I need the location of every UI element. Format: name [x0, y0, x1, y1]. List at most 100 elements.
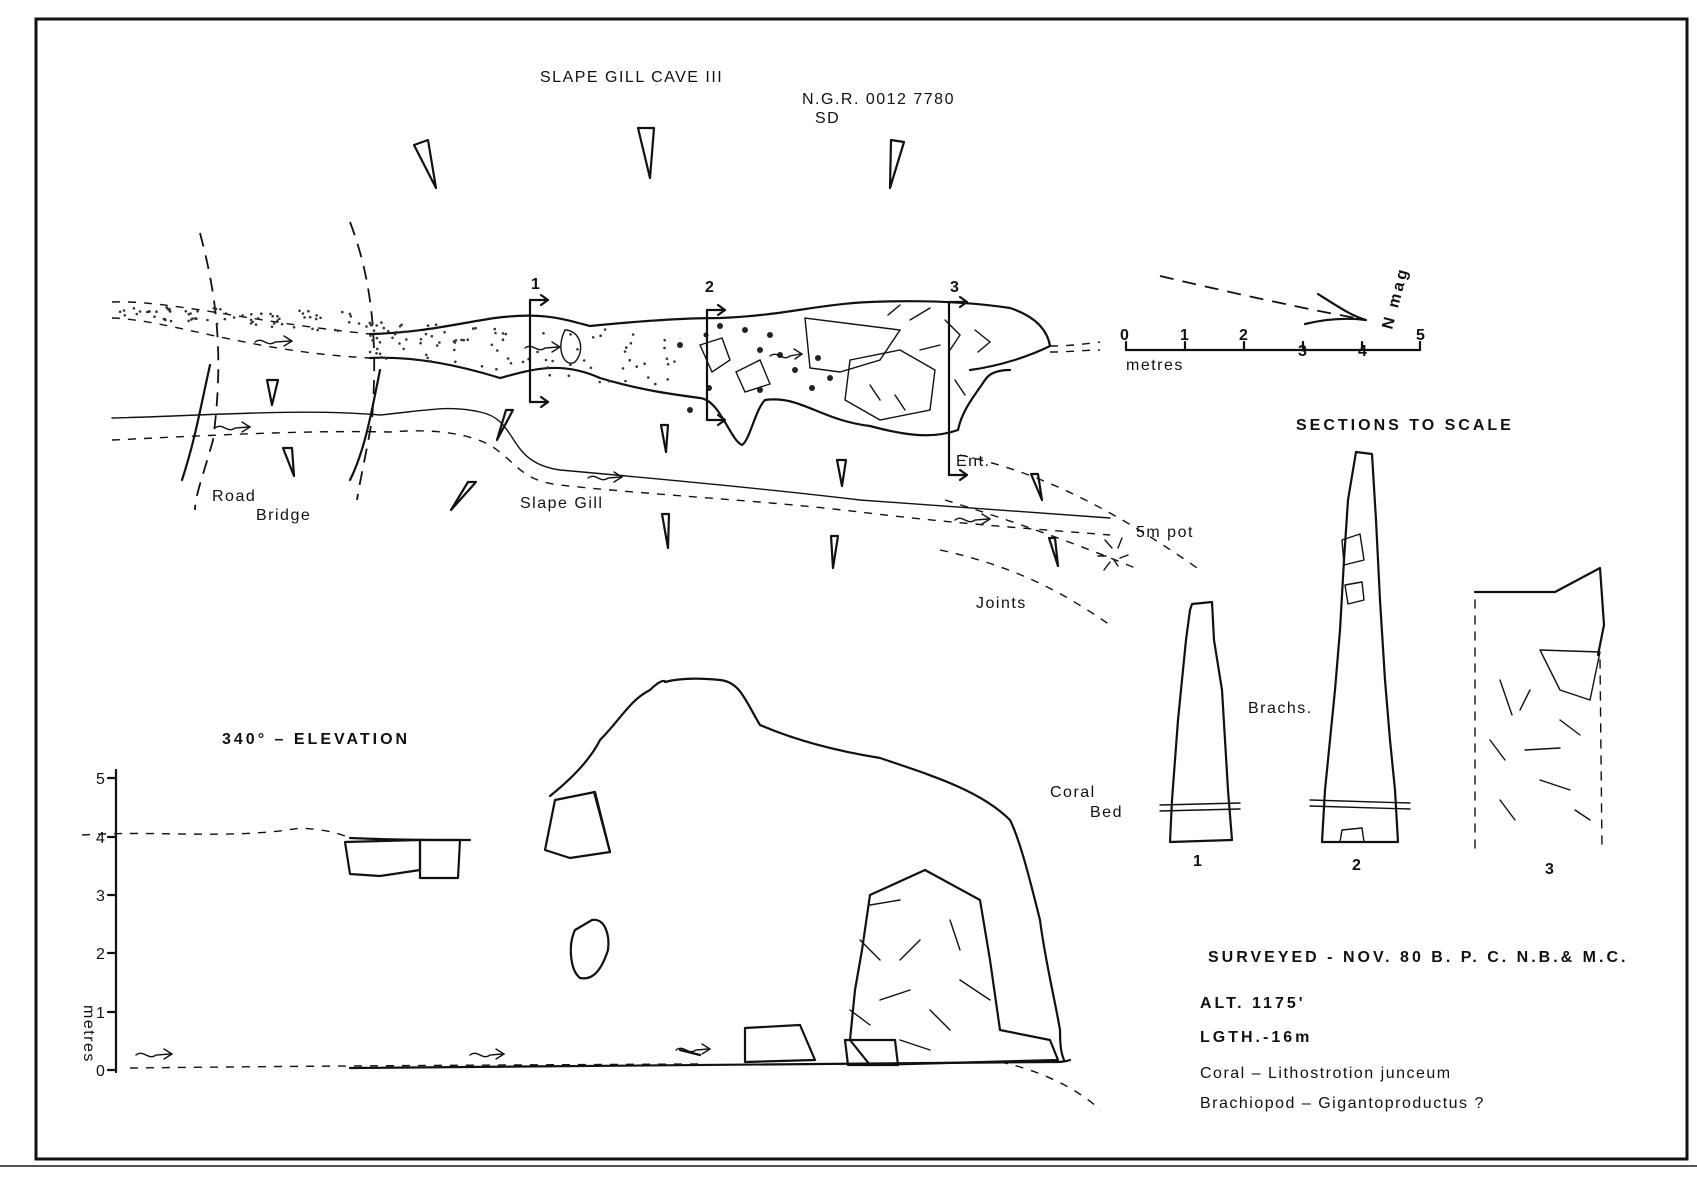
stipple-dot	[249, 318, 253, 322]
surveyed-note: SURVEYED - NOV. 80 B. P. C. N.B.& M.C.	[1208, 949, 1628, 966]
sections-title: SECTIONS TO SCALE	[1296, 417, 1514, 434]
stipple-dot	[308, 315, 312, 319]
boulders-plan	[560, 304, 992, 421]
scale-unit: metres	[1126, 357, 1184, 374]
stipple-dot	[419, 341, 422, 345]
axis-tick-2: 2	[96, 946, 106, 963]
north-label: N mag	[1379, 265, 1412, 331]
stipple-dot	[169, 310, 172, 313]
stipple-dot	[380, 356, 383, 359]
stipple-dot	[122, 309, 126, 312]
stipple-dot	[405, 338, 408, 341]
stipple-dot	[589, 366, 593, 370]
stipple-dot	[504, 332, 508, 336]
stipple-dot	[257, 317, 260, 320]
stipple-dot	[466, 338, 470, 342]
stipple-dot	[625, 346, 628, 349]
stipple-dot	[434, 323, 438, 327]
label-pot: 5m pot	[1136, 524, 1194, 541]
stipple-dot	[438, 341, 441, 344]
stipple-dot	[223, 317, 227, 321]
stipple-dot	[272, 322, 276, 325]
scale-ticks: 0 1 2 3 4 5	[1120, 327, 1425, 360]
stipple-dot	[536, 350, 539, 354]
stipple-dot	[629, 342, 633, 345]
axis-tick-3: 3	[96, 888, 106, 905]
stipple-dot	[426, 324, 430, 327]
stipple-dot	[387, 329, 390, 333]
stipple-dot	[501, 332, 505, 335]
stipple-dot	[371, 339, 374, 342]
stipple-dot	[276, 319, 279, 322]
axis-tick-0: 0	[96, 1063, 106, 1080]
stipple-dot	[378, 341, 382, 344]
cave-passage-plan	[111, 300, 1101, 447]
stipple-dot	[147, 310, 151, 313]
stipple-dot	[453, 341, 457, 344]
stipple-dot	[303, 316, 306, 319]
stipple-dot	[402, 330, 406, 334]
stipple-dot	[135, 312, 139, 316]
stipple-dot	[567, 374, 571, 378]
stipple-dot	[280, 322, 284, 326]
stipple-dot	[215, 322, 219, 326]
stipple-dot	[665, 357, 669, 361]
label-joints: Joints	[976, 595, 1027, 612]
stipple-dot	[368, 321, 372, 325]
stipple-dot	[168, 307, 171, 311]
stipple-dot	[454, 339, 458, 342]
stipple-dot	[334, 328, 337, 332]
stipple-dot	[314, 317, 318, 321]
stipple-dot	[631, 333, 635, 336]
stipple-dot	[232, 316, 236, 319]
stipple-dot	[666, 363, 670, 366]
stipple-dot	[391, 336, 394, 340]
stipple-dot	[191, 317, 194, 320]
stipple-dot	[393, 332, 397, 336]
scale-tick-4: 4	[1358, 343, 1370, 360]
stipple-dot	[608, 379, 611, 383]
stipple-dot	[426, 356, 430, 360]
grid-reference: N.G.R. 0012 7780	[802, 91, 955, 108]
stipple-dot	[643, 362, 646, 366]
stipple-dot	[544, 358, 548, 362]
length-note: LGTH.-16m	[1200, 1029, 1312, 1046]
stipple-dot	[454, 360, 457, 364]
stipple-dot	[276, 314, 279, 318]
survey-title: SLAPE GILL CAVE III	[540, 69, 723, 86]
elevation-axis	[106, 768, 118, 1074]
stipple-dot	[336, 329, 340, 333]
stipple-dot	[419, 338, 423, 341]
stipple-dot	[169, 319, 173, 323]
stipple-dot	[460, 338, 463, 342]
stipple-dot	[591, 336, 595, 339]
coral-bed-marks	[1159, 799, 1411, 812]
stipple-dot	[546, 366, 550, 369]
joint-lines	[939, 454, 1201, 626]
coral-bed-label: Bed	[1090, 804, 1123, 821]
stipple-dot	[548, 373, 551, 377]
stipple-dot	[635, 365, 638, 368]
stipple-dot	[196, 310, 199, 313]
stipple-dot	[249, 322, 253, 325]
stipple-dot	[673, 360, 676, 363]
stipple-dot	[132, 307, 136, 310]
stipple-dot	[506, 357, 510, 360]
stipple-dot	[224, 312, 228, 315]
section-marker-1: 1	[531, 276, 543, 293]
scale-tick-2: 2	[1239, 327, 1251, 344]
stipple-dot	[278, 317, 281, 321]
label-stream: Slape Gill	[520, 495, 603, 512]
flow-arrows-elevation	[135, 1043, 712, 1060]
stipple-dot	[551, 359, 554, 363]
stipple-dot	[271, 314, 275, 318]
label-bridge: Bridge	[256, 507, 311, 524]
stipple-dot	[187, 319, 190, 323]
coral-species-note: Coral – Lithostrotion junceum	[1200, 1065, 1452, 1082]
stipple-dot	[474, 326, 478, 330]
stipple-dot	[370, 324, 373, 327]
stipple-dot	[219, 308, 222, 311]
stipple-dot	[395, 330, 398, 334]
stipple-dot	[375, 336, 379, 340]
